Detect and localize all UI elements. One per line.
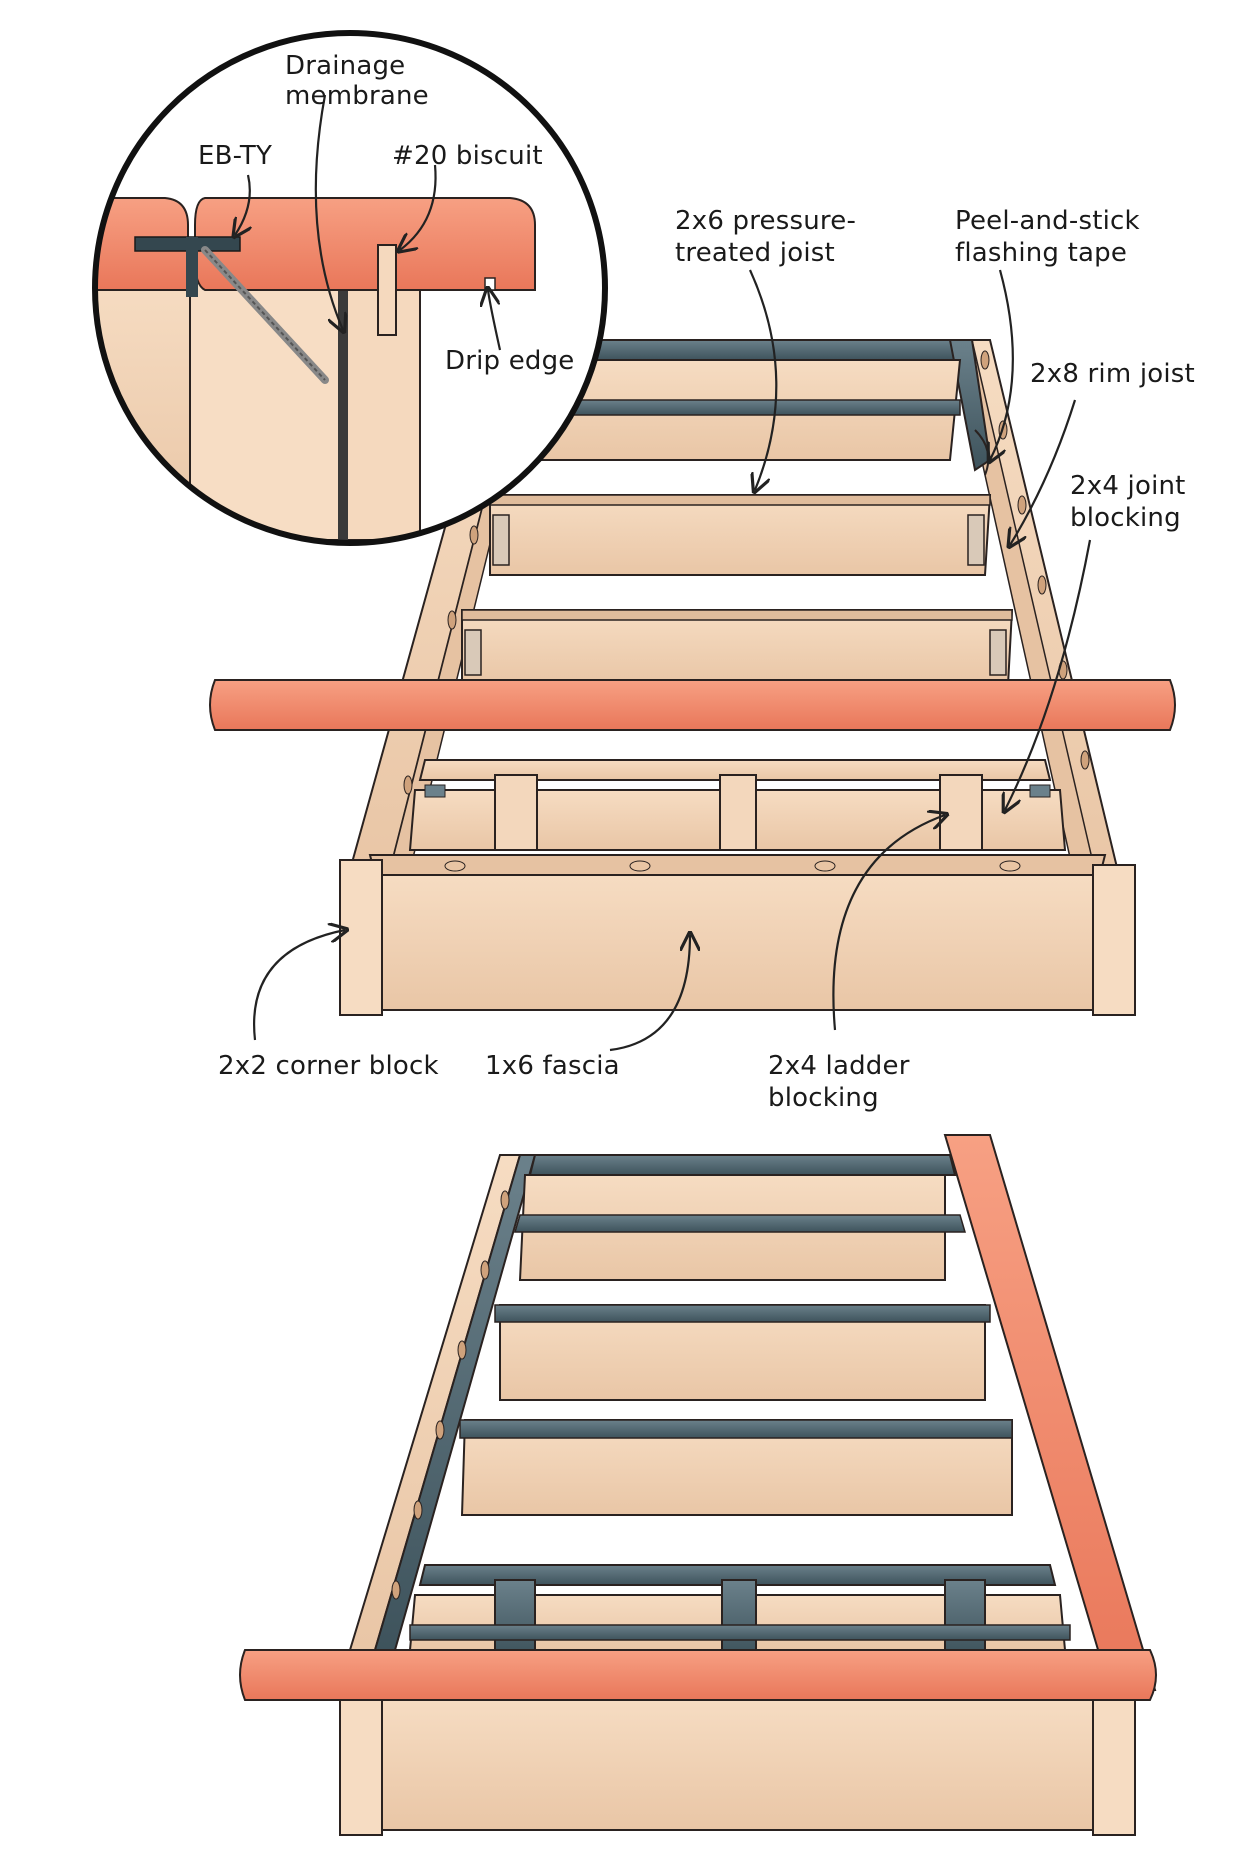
drainage-membrane <box>338 290 348 540</box>
pressure-treated-joist <box>489 494 992 576</box>
front-deck-board <box>239 1649 1157 1701</box>
label-ladder-blocking-line1: 2x4 ladder <box>768 1051 910 1081</box>
biscuit <box>377 244 397 336</box>
bottom-assembly <box>239 1134 1157 1836</box>
label-flashing-tape-line1: Peel-and-stick <box>955 206 1140 236</box>
label-joint-blocking-line1: 2x4 joint <box>1070 471 1186 501</box>
label-drainage-membrane-line2: membrane <box>285 81 429 111</box>
label-fascia: 1x6 fascia <box>485 1051 620 1081</box>
front-fascia <box>379 874 1096 1011</box>
corner-block <box>339 859 383 1016</box>
detail-callout <box>92 30 608 546</box>
label-flashing-tape-line2: flashing tape <box>955 238 1128 268</box>
label-eb-ty: EB-TY <box>198 141 273 171</box>
label-pressure-joist-line1: 2x6 pressure- <box>675 206 857 236</box>
label-biscuit: #20 biscuit <box>392 141 543 171</box>
label-drip-edge: Drip edge <box>445 346 575 376</box>
drip-edge <box>484 277 496 291</box>
joist <box>459 1174 1013 1516</box>
label-corner-block: 2x2 corner block <box>218 1051 439 1081</box>
flashing-tape-end <box>538 339 977 361</box>
label-rim-joist: 2x8 rim joist <box>1030 359 1195 389</box>
label-drainage-membrane-line1: Drainage <box>285 51 406 81</box>
leader-lines <box>235 94 1092 1052</box>
corner-block <box>1092 864 1136 1016</box>
side-deck-board <box>943 1134 1157 1691</box>
ladder-blocking-flashed <box>408 1564 1071 1656</box>
top-assembly <box>209 339 1176 1016</box>
label-pressure-joist-line2: treated joist <box>675 238 835 268</box>
label-joint-blocking-line2: blocking <box>1070 503 1181 533</box>
label-ladder-blocking-line2: blocking <box>768 1083 879 1113</box>
deck-board <box>209 679 1176 731</box>
ladder-blocking <box>408 759 1067 851</box>
deck-board-right <box>194 197 536 291</box>
joist <box>461 609 1014 686</box>
